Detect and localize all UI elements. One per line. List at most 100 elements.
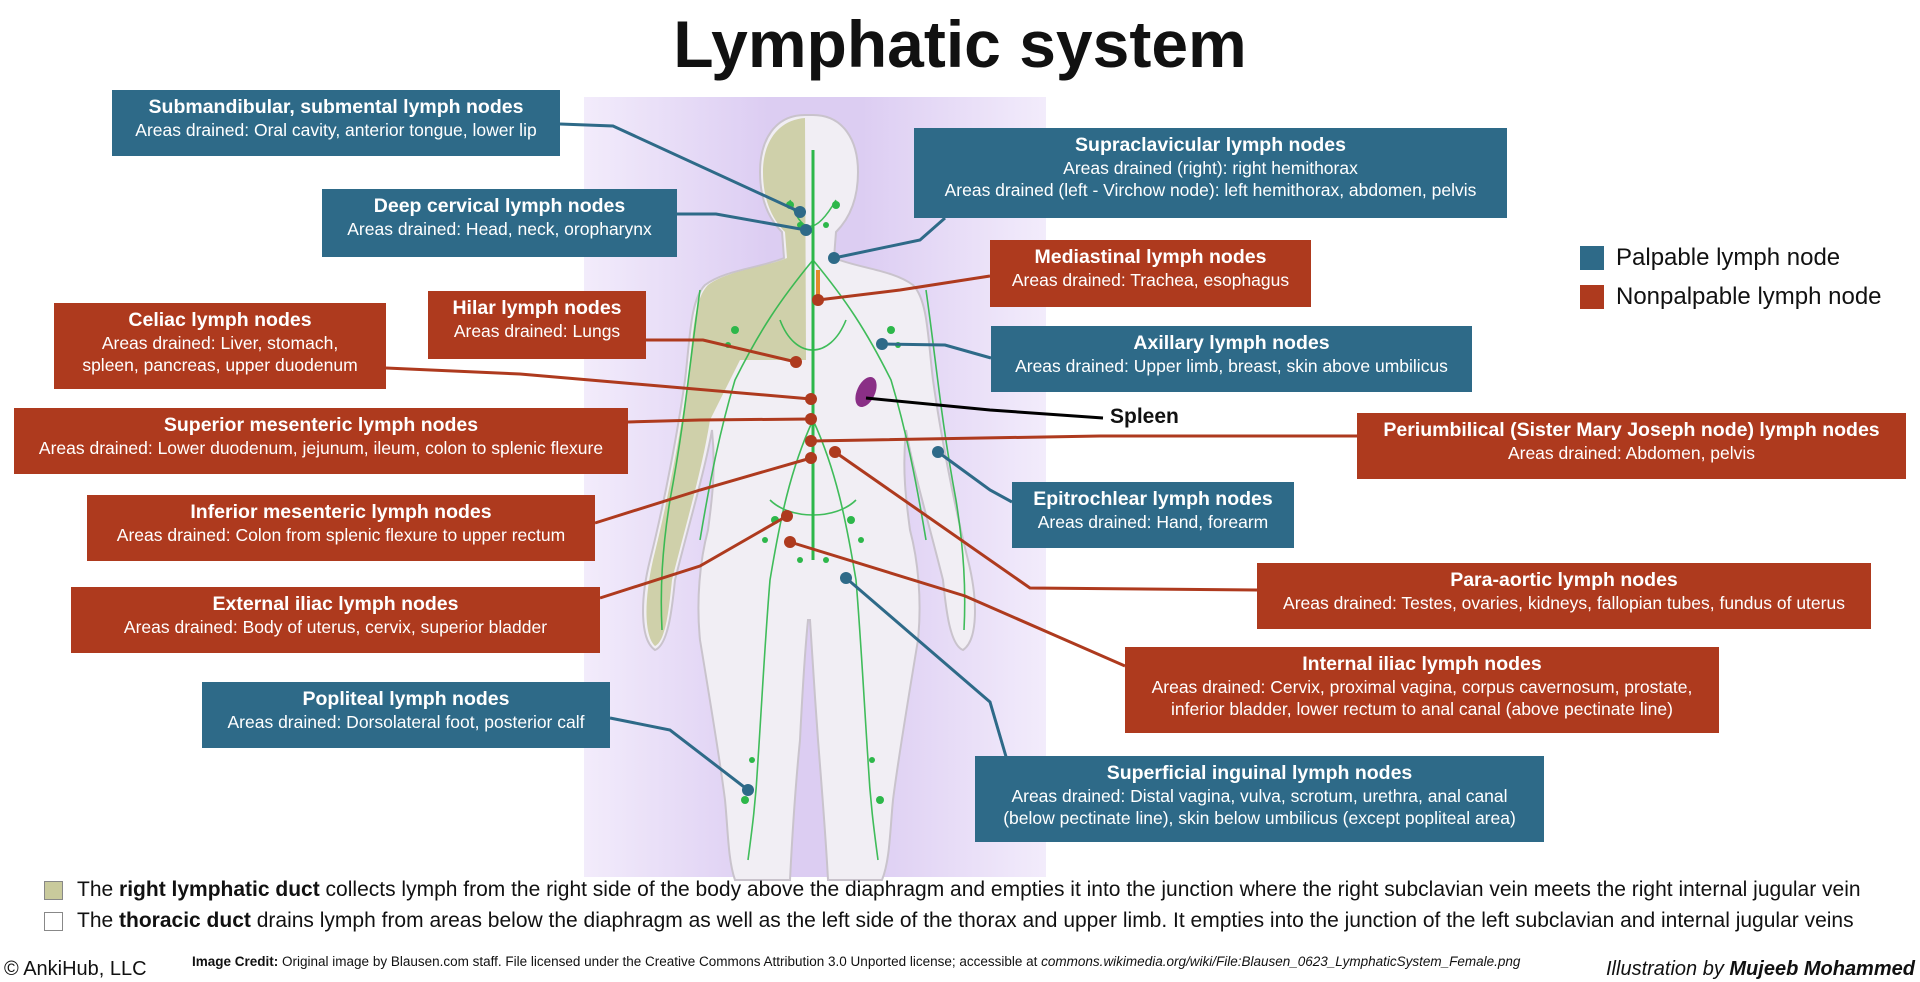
node-drained: Areas drained: Oral cavity, anterior ton… — [135, 120, 537, 140]
marker-epitrochlear — [932, 446, 944, 458]
node-drained: Areas drained: Distal vagina, vulva, scr… — [1011, 786, 1508, 806]
node-name: Periumbilical (Sister Mary Joseph node) … — [1383, 419, 1880, 441]
node-drained: spleen, pancreas, upper duodenum — [82, 355, 358, 375]
node-name: Hilar lymph nodes — [452, 297, 622, 319]
leader-inf-mesenteric — [594, 456, 812, 525]
page-title: Lymphatic system — [673, 7, 1247, 81]
leader-celiac — [385, 366, 812, 401]
node-name: Axillary lymph nodes — [1133, 332, 1330, 354]
leader-supraclavicular — [833, 216, 946, 260]
legend-nonpalpable: Nonpalpable lymph node — [1580, 283, 1882, 311]
label-inf-mesenteric: Inferior mesenteric lymph nodes Areas dr… — [87, 495, 595, 561]
leader-submandibular — [559, 122, 801, 214]
marker-supraclavicular — [828, 252, 840, 264]
leader-hilar — [646, 338, 797, 364]
node-name: Submandibular, submental lymph nodes — [148, 96, 524, 118]
marker-hilar — [790, 356, 802, 368]
node-drained: Areas drained: Hand, forearm — [1037, 512, 1269, 532]
leader-int-iliac — [789, 540, 1126, 668]
image-credit: Image Credit: Original image by Blausen.… — [192, 954, 1521, 969]
marker-sup-inguinal — [840, 572, 852, 584]
legend-swatch-palpable — [1580, 246, 1604, 270]
node-drained: Areas drained: Head, neck, oropharynx — [347, 219, 652, 239]
leader-periumbilical — [810, 434, 1357, 443]
node-drained: Areas drained (right): right hemithorax — [1063, 158, 1358, 178]
node-drained: Areas drained (left - Virchow node): lef… — [944, 180, 1477, 200]
label-para-aortic: Para-aortic lymph nodes Areas drained: T… — [1257, 563, 1871, 629]
label-mediastinal: Mediastinal lymph nodes Areas drained: T… — [990, 240, 1311, 307]
node-name: Epitrochlear lymph nodes — [1033, 488, 1273, 510]
node-drained: Areas drained: Trachea, esophagus — [1011, 270, 1290, 290]
node-name: Supraclavicular lymph nodes — [1075, 134, 1346, 156]
leader-popliteal — [609, 716, 749, 792]
label-popliteal: Popliteal lymph nodes Areas drained: Dor… — [202, 682, 610, 748]
label-axillary: Axillary lymph nodes Areas drained: Uppe… — [991, 326, 1472, 392]
marker-ext-iliac — [781, 510, 793, 522]
node-name: Para-aortic lymph nodes — [1450, 569, 1678, 591]
marker-submandibular — [794, 206, 806, 218]
node-name: Popliteal lymph nodes — [302, 688, 510, 710]
node-name: Mediastinal lymph nodes — [1034, 246, 1267, 268]
spleen-label: Spleen — [1110, 405, 1179, 428]
label-epitrochlear: Epitrochlear lymph nodes Areas drained: … — [1012, 482, 1294, 548]
node-drained: Areas drained: Colon from splenic flexur… — [116, 525, 566, 545]
leader-mediastinal — [817, 274, 991, 302]
lymph-node-clusters — [725, 201, 901, 804]
label-sup-mesenteric: Superior mesenteric lymph nodes Areas dr… — [14, 408, 628, 474]
marker-para-aortic — [829, 446, 841, 458]
node-drained: Areas drained: Liver, stomach, — [101, 333, 339, 353]
node-name: Inferior mesenteric lymph nodes — [190, 501, 492, 523]
label-supraclavicular: Supraclavicular lymph nodes Areas draine… — [914, 128, 1507, 218]
label-ext-iliac: External iliac lymph nodes Areas drained… — [71, 587, 600, 653]
leader-deep-cervical — [677, 212, 807, 232]
node-name: Internal iliac lymph nodes — [1302, 653, 1542, 675]
label-deep-cervical: Deep cervical lymph nodes Areas drained:… — [322, 189, 677, 257]
node-drained: Areas drained: Cervix, proximal vagina, … — [1151, 677, 1693, 697]
marker-celiac — [805, 393, 817, 405]
node-drained: Areas drained: Upper limb, breast, skin … — [1015, 356, 1448, 376]
leader-spleen — [865, 396, 1104, 420]
swatch-right-duct — [44, 880, 63, 900]
marker-axillary — [876, 338, 888, 350]
legend-swatch-nonpalpable — [1580, 285, 1604, 309]
footnote-text: The thoracic duct drains lymph from area… — [77, 909, 1854, 932]
marker-mediastinal — [812, 294, 824, 306]
marker-popliteal — [742, 784, 754, 796]
node-name: Celiac lymph nodes — [128, 309, 312, 331]
node-drained: Areas drained: Lungs — [453, 321, 621, 341]
footnote-text: The right lymphatic duct collects lymph … — [77, 878, 1861, 901]
lymph-vessels — [660, 199, 966, 861]
label-submandibular: Submandibular, submental lymph nodes Are… — [112, 90, 560, 156]
footnote-right-duct: The right lymphatic duct collects lymph … — [44, 878, 1861, 902]
legend-palpable: Palpable lymph node — [1580, 244, 1840, 272]
legend-label: Palpable lymph node — [1616, 244, 1841, 271]
marker-sup-mesenteric — [805, 413, 817, 425]
marker-periumbilical — [805, 435, 817, 447]
node-name: Superficial inguinal lymph nodes — [1106, 762, 1413, 784]
swatch-thoracic-duct — [44, 911, 63, 931]
node-drained: Areas drained: Abdomen, pelvis — [1507, 443, 1756, 463]
label-sup-inguinal: Superficial inguinal lymph nodes Areas d… — [975, 756, 1544, 842]
leader-sup-inguinal — [845, 576, 1009, 761]
marker-inf-mesenteric — [805, 452, 817, 464]
leader-ext-iliac — [599, 514, 788, 600]
illustration-credit: Illustration by Mujeeb Mohammed — [1606, 958, 1915, 980]
label-periumbilical: Periumbilical (Sister Mary Joseph node) … — [1357, 413, 1906, 479]
copyright: © AnkiHub, LLC — [4, 958, 147, 980]
marker-int-iliac — [784, 536, 796, 548]
leader-sup-mesenteric — [627, 417, 812, 424]
leader-para-aortic — [834, 450, 1258, 592]
node-drained: Areas drained: Testes, ovaries, kidneys,… — [1283, 593, 1845, 613]
node-drained: Areas drained: Dorsolateral foot, poster… — [227, 712, 585, 732]
leader-epitrochlear — [937, 450, 1013, 504]
node-name: Superior mesenteric lymph nodes — [163, 414, 479, 436]
footnote-thoracic-duct: The thoracic duct drains lymph from area… — [44, 909, 1854, 933]
node-drained: inferior bladder, lower rectum to anal c… — [1171, 699, 1673, 719]
label-int-iliac: Internal iliac lymph nodes Areas drained… — [1125, 647, 1719, 733]
label-hilar: Hilar lymph nodes Areas drained: Lungs — [428, 291, 646, 359]
leader-axillary — [881, 342, 992, 360]
node-name: External iliac lymph nodes — [212, 593, 459, 615]
marker-deep-cervical — [800, 224, 812, 236]
node-drained: Areas drained: Body of uterus, cervix, s… — [123, 617, 548, 637]
